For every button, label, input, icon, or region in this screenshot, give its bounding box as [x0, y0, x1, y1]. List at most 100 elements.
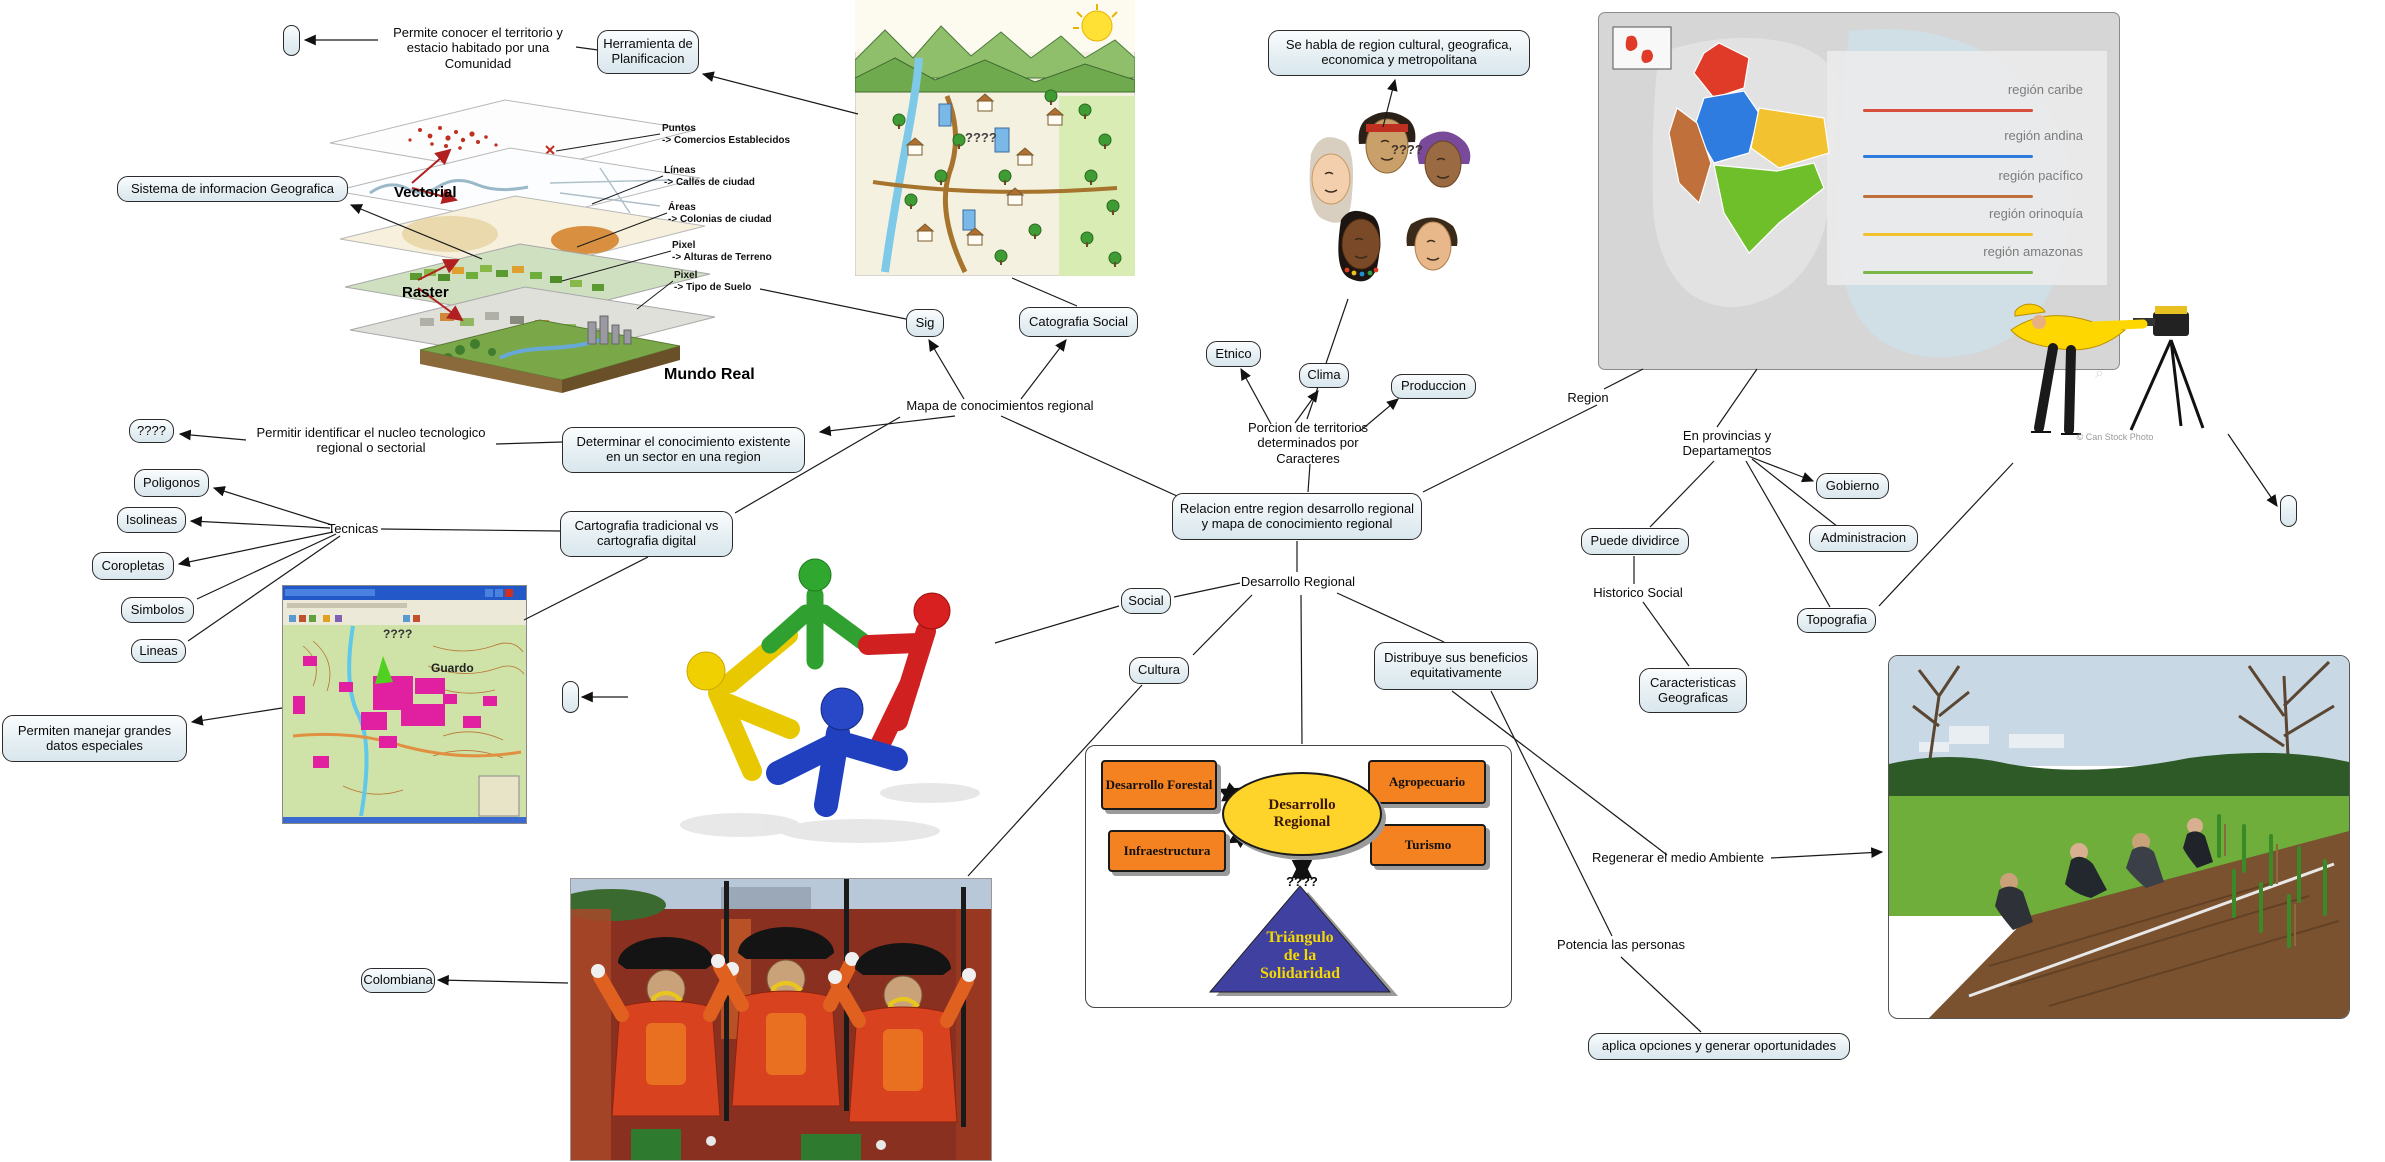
legend-row-caribe: región caribe	[1838, 82, 2083, 113]
anno-pixel-suelo: Pixel -> Tipo de Suelo	[674, 270, 751, 293]
faces-question-label: ????	[1391, 142, 1423, 157]
anno-term: Pixel	[674, 270, 698, 281]
node-isolineas[interactable]: Isolineas	[117, 507, 186, 533]
label-region[interactable]: Region	[1567, 390, 1609, 405]
anno-puntos: Puntos -> Comercios Establecidos	[662, 123, 790, 146]
label-permitir-identificar[interactable]: Permitir identificar el nucleo tecnologi…	[256, 425, 486, 456]
node-gobierno[interactable]: Gobierno	[1816, 473, 1889, 499]
label-desarrollo-regional[interactable]: Desarrollo Regional	[1240, 574, 1356, 589]
node-catografia-social[interactable]: Catografia Social	[1019, 307, 1138, 337]
anno-desc: -> Tipo de Suelo	[674, 281, 752, 293]
desarrollo-forestal-label: Desarrollo Forestal	[1105, 777, 1213, 793]
node-etnico[interactable]: Etnico	[1206, 341, 1261, 367]
anno-desc: -> Calles de ciudad	[664, 176, 755, 188]
node-administracion[interactable]: Administracion	[1809, 525, 1918, 552]
anno-term: Puntos	[662, 123, 696, 134]
node-relacion-region[interactable]: Relacion entre region desarrollo regiona…	[1172, 493, 1422, 540]
node-distribuye-beneficios[interactable]: Distribuye sus beneficios equitativament…	[1374, 642, 1538, 690]
legend-row-andina: región andina	[1838, 128, 2083, 159]
anno-desc: -> Alturas de Terreno	[672, 251, 772, 263]
node-caracteristicas-geograficas[interactable]: Caracteristicas Geograficas	[1639, 668, 1747, 713]
node-topografia[interactable]: Topografia	[1797, 608, 1876, 633]
node-determinar-conocimiento[interactable]: Determinar el conocimiento existente en …	[562, 427, 805, 473]
node-sig[interactable]: Sig	[906, 309, 944, 337]
infraestructura-label: Infraestructura	[1123, 843, 1211, 859]
desarrollo-regional-ellipse-label: Desarrollo Regional	[1268, 796, 1336, 830]
empty-node-surveyor[interactable]	[2280, 495, 2297, 527]
desarrollo-regional-ellipse[interactable]: Desarrollo Regional	[1222, 772, 1382, 856]
node-se-habla-region[interactable]: Se habla de region cultural, geografica,…	[1268, 30, 1530, 76]
anno-desc: -> Colonias de ciudad	[668, 213, 772, 225]
guardo-question-label: ????	[383, 627, 412, 641]
label-permite-conocer[interactable]: Permite conocer el territorio y estacio …	[393, 25, 563, 71]
legend-line-amazonas	[1863, 271, 2033, 275]
legend-label: región amazonas	[1983, 244, 2083, 259]
guardo-town-label: Guardo	[431, 661, 474, 675]
empty-node-people[interactable]	[562, 681, 579, 713]
community-drawn-map-image[interactable]: ????	[854, 0, 1136, 277]
legend-label: región andina	[2004, 128, 2083, 143]
legend-row-amazonas: región amazonas	[1838, 244, 2083, 275]
turismo-label: Turismo	[1404, 837, 1452, 853]
label-porcion-territorios[interactable]: Porcion de territorios determinados por …	[1248, 420, 1368, 466]
legend-label: región pacífico	[1998, 168, 2083, 183]
label-raster: Raster	[402, 284, 449, 301]
node-permiten-manejar-datos[interactable]: Permiten manejar grandes datos especiale…	[2, 715, 187, 762]
node-social[interactable]: Social	[1121, 588, 1171, 614]
label-potencia-personas[interactable]: Potencia las personas	[1557, 937, 1685, 952]
solidarity-triangle-panel[interactable]: Triángulo de la Solidaridad Desarrollo F…	[1085, 745, 1512, 1008]
node-question-marks[interactable]: ????	[129, 419, 174, 443]
turismo-box[interactable]: Turismo	[1370, 824, 1486, 866]
gis-layers-image[interactable]	[300, 88, 720, 398]
node-cartografia-tradicional[interactable]: Cartografia tradicional vs cartografia d…	[560, 511, 733, 557]
node-puede-dividirce[interactable]: Puede dividirce	[1581, 528, 1689, 555]
legend-line-orinoquia	[1863, 233, 2033, 237]
empty-node-top-left[interactable]	[283, 25, 300, 56]
infraestructura-box[interactable]: Infraestructura	[1108, 830, 1226, 872]
carnival-photo-image[interactable]	[556, 878, 992, 1161]
anno-areas: Áreas -> Colonias de ciudad	[668, 202, 772, 225]
node-sistema-informacion-geografica[interactable]: Sistema de informacion Geografica	[117, 176, 348, 202]
label-en-provincias[interactable]: En provincias y Departamentos	[1682, 428, 1772, 459]
anno-desc: -> Comercios Establecidos	[662, 134, 791, 146]
anno-term: Líneas	[664, 165, 696, 176]
anno-term: Áreas	[668, 202, 696, 213]
svg-text:⌕: ⌕	[2095, 365, 2104, 382]
anno-term: Pixel	[672, 240, 696, 251]
node-herramienta-planificacion[interactable]: Herramienta de Planificacion	[597, 30, 699, 74]
legend-line-pacifico	[1863, 195, 2033, 199]
anno-lineas: Líneas -> Calles de ciudad	[664, 165, 755, 188]
legend-row-pacifico: región pacífico	[1838, 168, 2083, 199]
tree-planting-photo[interactable]	[1888, 655, 2350, 1019]
node-coropletas[interactable]: Coropletas	[92, 552, 174, 580]
label-mapa-conocimientos[interactable]: Mapa de conocimientos regional	[906, 398, 1094, 413]
label-tecnicas[interactable]: Tecnicas	[327, 521, 379, 536]
desarrollo-forestal-box[interactable]: Desarrollo Forestal	[1101, 760, 1217, 810]
legend-row-orinoquia: región orinoquía	[1838, 206, 2083, 237]
surveyor-image[interactable]: ⌕	[1975, 278, 2233, 436]
node-produccion[interactable]: Produccion	[1391, 374, 1476, 399]
agropecuario-box[interactable]: Agropecuario	[1368, 760, 1486, 804]
node-cultura[interactable]: Cultura	[1129, 657, 1189, 684]
legend-line-andina	[1863, 155, 2033, 159]
agropecuario-label: Agropecuario	[1388, 774, 1466, 790]
node-simbolos[interactable]: Simbolos	[121, 597, 194, 623]
ethnic-faces-image[interactable]: ????	[1283, 84, 1491, 298]
triangle-text-line1: Triángulo	[1266, 929, 1333, 946]
triangle-text-line3: Solidaridad	[1260, 965, 1340, 982]
label-historico-social[interactable]: Historico Social	[1593, 585, 1683, 600]
surveyor-credit: © Can Stock Photo	[2076, 432, 2154, 442]
guardo-map-window[interactable]: ???? Guardo	[282, 585, 527, 824]
node-aplica-opciones[interactable]: aplica opciones y generar oportunidades	[1588, 1033, 1850, 1060]
node-lineas[interactable]: Lineas	[131, 639, 186, 663]
node-poligonos[interactable]: Poligonos	[134, 469, 209, 497]
label-regenerar-ambiente[interactable]: Regenerar el medio Ambiente	[1592, 850, 1764, 865]
legend-label: región orinoquía	[1989, 206, 2083, 221]
solidarity-triangle	[1208, 885, 1392, 993]
people-circle-image[interactable]	[630, 533, 992, 843]
node-colombiana[interactable]: Colombiana	[361, 968, 435, 993]
node-clima[interactable]: Clima	[1299, 363, 1349, 388]
triangle-text-line2: de la	[1284, 947, 1316, 964]
label-vectorial: Vectorial	[394, 184, 457, 201]
